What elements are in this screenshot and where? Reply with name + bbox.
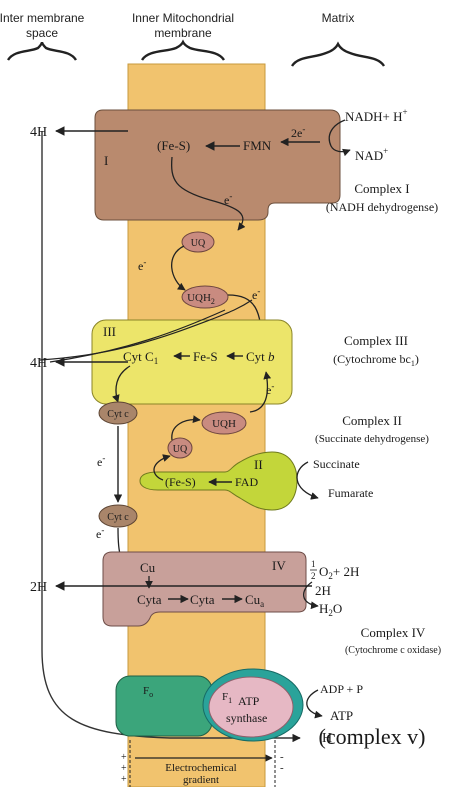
f1-synthase-label: synthase (226, 711, 267, 725)
complex-iv-cyta: Cyta (137, 592, 162, 607)
brace-intermembrane (8, 42, 76, 60)
uq-label: UQ (191, 238, 206, 249)
complex-iv-half-den: 2 (311, 571, 316, 581)
atp-adp-label: ADP + P (320, 682, 363, 696)
brace-matrix (292, 44, 384, 66)
complex-iv-half-num: 1 (311, 559, 316, 569)
complex-i-proton: 4H (30, 125, 47, 140)
cyt-c-top-label: Cyt c (107, 409, 129, 420)
complex-i-desc: (NADH dehydrogense) (326, 200, 438, 214)
complex-iv-cu: Cu (140, 560, 156, 575)
header-matrix: Matrix (322, 11, 355, 25)
complex-iv-name: Complex IV (361, 625, 426, 640)
complex-ii-desc: (Succinate dehydrogense) (315, 433, 429, 445)
complex-iii-fes: Fe-S (193, 349, 218, 364)
f1-atp-label: ATP (238, 694, 260, 708)
complex-i-fmn: FMN (243, 138, 272, 153)
header-inner-membrane-line1: Inner Mitochondrial (132, 11, 234, 25)
complex-ii-name: Complex II (342, 413, 402, 428)
complex-iii-name: Complex III (344, 333, 408, 348)
uq-ii-label: UQ (173, 444, 188, 455)
brace-inner-membrane (142, 42, 224, 60)
atp-product-label: ATP (330, 708, 353, 723)
complex-ii-fes: (Fe-S) (165, 475, 196, 489)
complex-ii-roman: II (254, 457, 263, 472)
cyt-c-electron-mid: e- (97, 453, 105, 469)
complex-iii-roman: III (103, 324, 116, 339)
complex-i-nadh: NADH+ H+ (345, 107, 408, 124)
complex-iii-desc: (Cytochrome bc1) (333, 352, 419, 368)
complex-i-name: Complex I (354, 181, 409, 196)
complex-iii-cyt-c1: Cyt C1 (123, 349, 158, 366)
cyt-c-bottom-label: Cyt c (107, 512, 129, 523)
gradient-label-2: gradient (183, 774, 219, 786)
header-intermembrane-line1: Inter membrane (0, 11, 85, 25)
uqh2-label: UQH2 (187, 292, 215, 306)
complex-iv-h2o: H2O (319, 601, 342, 618)
header-inner-membrane-line2: membrane (154, 26, 212, 40)
complex-iv-cyta3: Cyta (190, 592, 215, 607)
uqh-label: UQH (212, 418, 236, 430)
complex-iv-proton: 2H (30, 580, 47, 595)
gradient-plus-2: + (121, 763, 127, 774)
complex-iii-proton: 4H (30, 356, 47, 371)
header-intermembrane-line2: space (26, 26, 58, 40)
complex-iv-2h-right: 2H (315, 583, 331, 598)
gradient-label-1: Electrochemical (165, 762, 236, 774)
complex-ii-fumarate: Fumarate (328, 486, 373, 500)
complex-iii-cyt-b: Cyt b (246, 349, 275, 364)
complex-ii-succinate: Succinate (313, 457, 360, 471)
gradient-plus-3: + (121, 774, 127, 785)
complex-iv-roman: IV (272, 558, 286, 573)
gradient-plus-1: + (121, 752, 127, 763)
fo-subunit (116, 676, 212, 736)
complex-iv-desc: (Cytochrome c oxidase) (345, 645, 441, 656)
complex-i-fes: (Fe-S) (157, 138, 190, 153)
gradient-minus-2: - (280, 762, 284, 774)
complex-v-label: (complex v) (319, 724, 426, 749)
complex-iv-o2: O2+ 2H (319, 564, 359, 581)
complex-i-roman: I (104, 153, 108, 168)
complex-i-nad: NAD+ (355, 146, 388, 163)
complex-ii-fad: FAD (235, 475, 258, 489)
cyt-c-electron-low: e- (96, 525, 104, 541)
